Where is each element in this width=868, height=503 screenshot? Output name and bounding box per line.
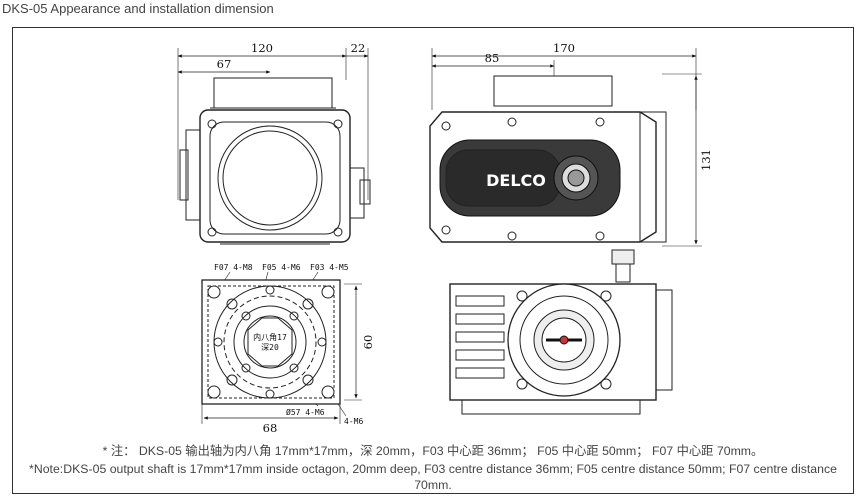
f07-label: F07 4-M8 (214, 263, 253, 272)
flange-height-dim: 60 (361, 335, 375, 350)
note-chinese: * 注： DKS-05 输出轴为内八角 17mm*17mm，深 20mm，F03… (102, 444, 764, 458)
octagon-label-line1: 内八角17 (253, 332, 287, 342)
front-view (177, 48, 371, 245)
front-half-dim: 67 (217, 57, 232, 71)
brand-logo: DELCO (486, 171, 546, 190)
corner-holes-label: 4-M6 (344, 417, 363, 426)
side-offset-dim: 85 (485, 51, 500, 65)
side-height-dim: 131 (699, 149, 713, 171)
flange-width-dim: 68 (263, 421, 278, 435)
note-english: *Note:DKS-05 output shaft is 17mm*17mm i… (29, 462, 837, 492)
f05-label: F05 4-M6 (262, 263, 301, 272)
page-title: DKS-05 Appearance and installation dimen… (2, 1, 274, 16)
f03-label: F03 4-M5 (310, 263, 349, 272)
bottom-view (449, 249, 673, 415)
side-length-dim: 170 (553, 41, 575, 55)
front-offset-dim: 22 (351, 41, 366, 55)
drawing-frame (12, 27, 854, 494)
front-width-dim: 120 (251, 41, 273, 55)
bolt-circle-label: Ø57 4-M6 (286, 407, 325, 417)
flange-view (201, 271, 362, 424)
side-view (429, 48, 702, 247)
octagon-label-line2: 深20 (261, 343, 279, 352)
